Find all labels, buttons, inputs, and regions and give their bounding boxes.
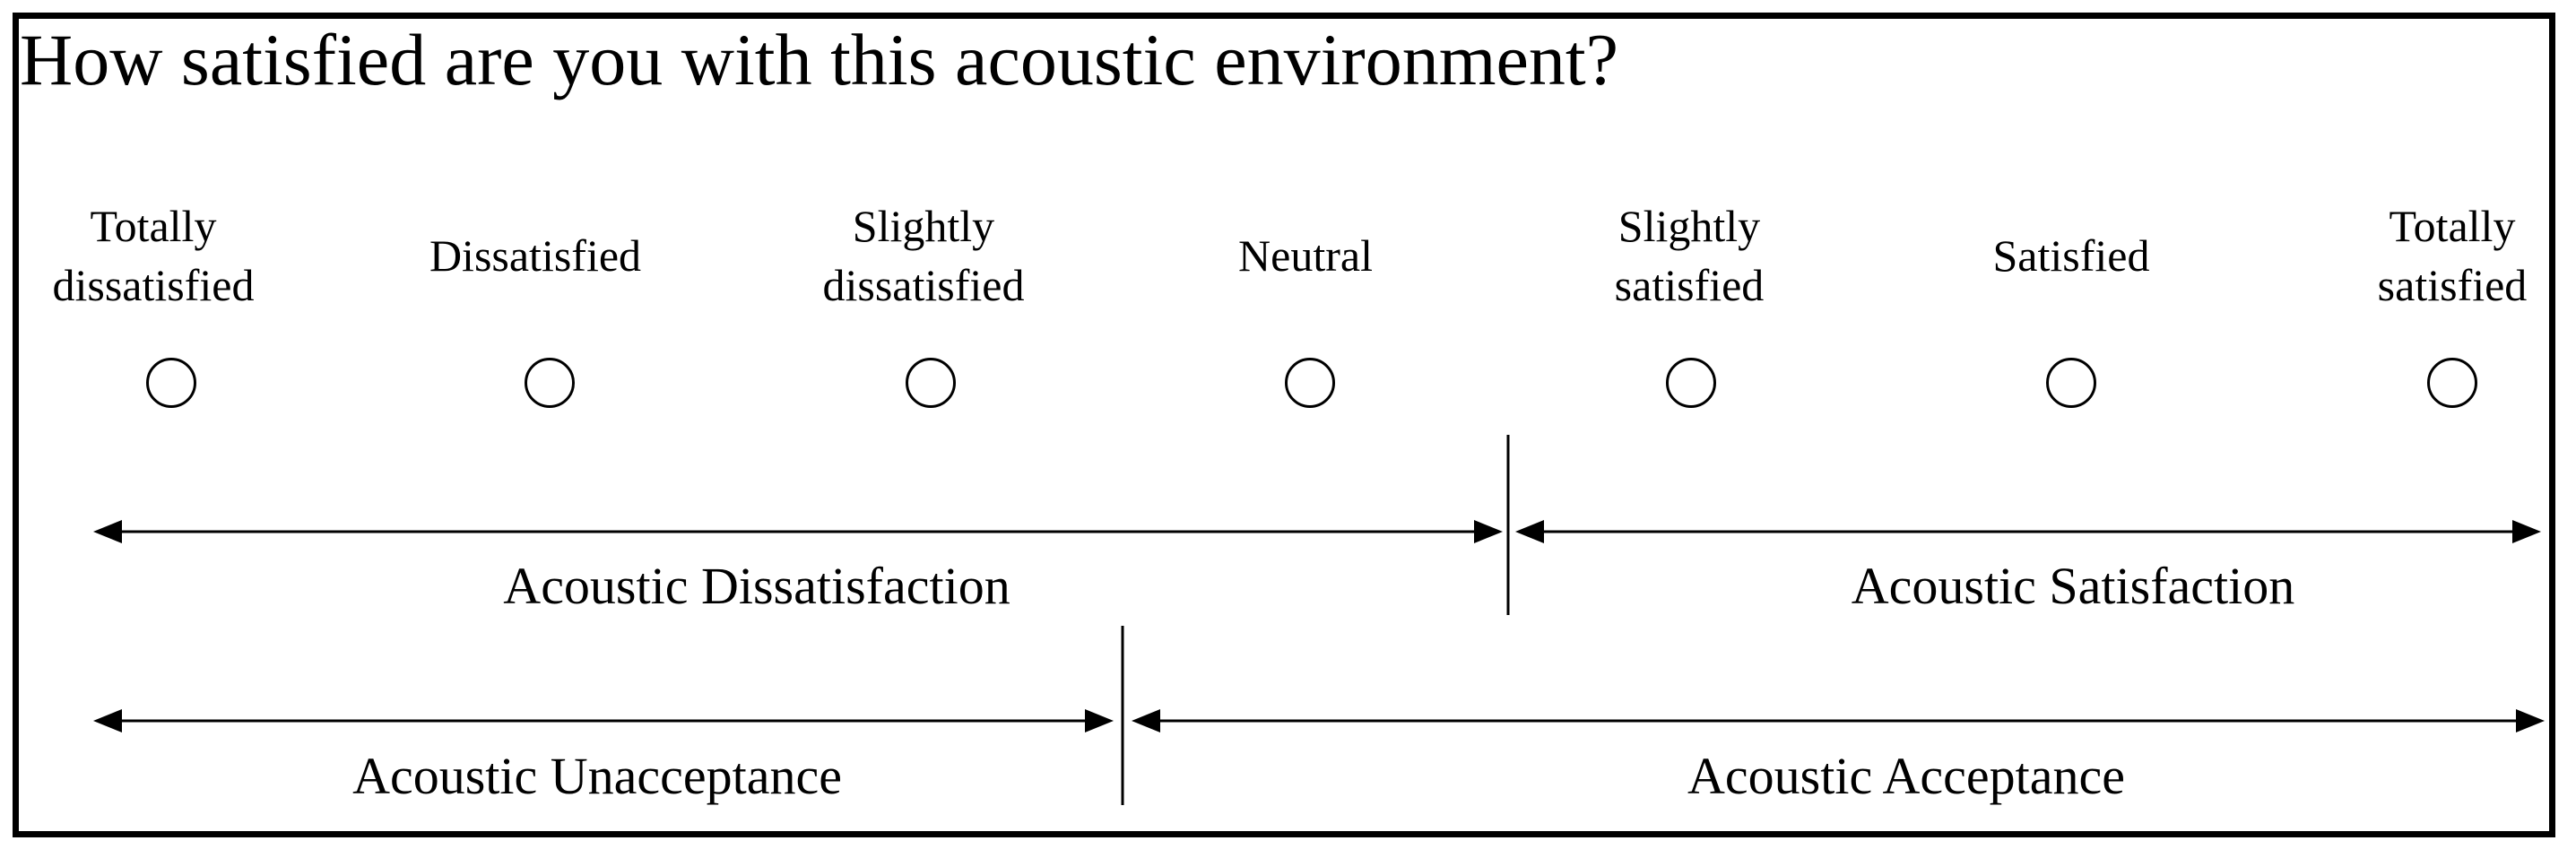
radio-slightly-satisfied[interactable] xyxy=(1666,358,1716,408)
unacceptance-label: Acoustic Unacceptance xyxy=(352,747,842,805)
radio-slightly-dissatisfied[interactable] xyxy=(906,358,956,408)
radio-totally-satisfied[interactable] xyxy=(2427,358,2477,408)
acceptance-arrow xyxy=(1132,709,2545,732)
radio-neutral[interactable] xyxy=(1285,358,1335,408)
radio-dissatisfied[interactable] xyxy=(525,358,575,408)
option-dissatisfied: Dissatisfied xyxy=(374,193,697,336)
unacceptance-arrow xyxy=(93,709,1114,732)
option-label: Neutral xyxy=(1238,230,1373,281)
option-neutral: Neutral xyxy=(1144,193,1467,336)
radio-satisfied[interactable] xyxy=(2046,358,2096,408)
option-satisfied: Satisfied xyxy=(1910,193,2233,336)
satisfaction-label: Acoustic Satisfaction xyxy=(1851,557,2295,615)
radio-totally-dissatisfied[interactable] xyxy=(146,358,196,408)
scale-frame xyxy=(13,13,2555,837)
dissatisfaction-label: Acoustic Dissatisfaction xyxy=(503,557,1010,615)
dissatisfaction-arrow xyxy=(93,520,1503,543)
option-label: Satisfied xyxy=(1992,230,2150,281)
option-label: Dissatisfied xyxy=(429,230,642,281)
acceptance-label: Acoustic Acceptance xyxy=(1687,747,2125,805)
question-title: How satisfied are you with this acoustic… xyxy=(20,19,1619,100)
satisfaction-arrow xyxy=(1515,520,2541,543)
